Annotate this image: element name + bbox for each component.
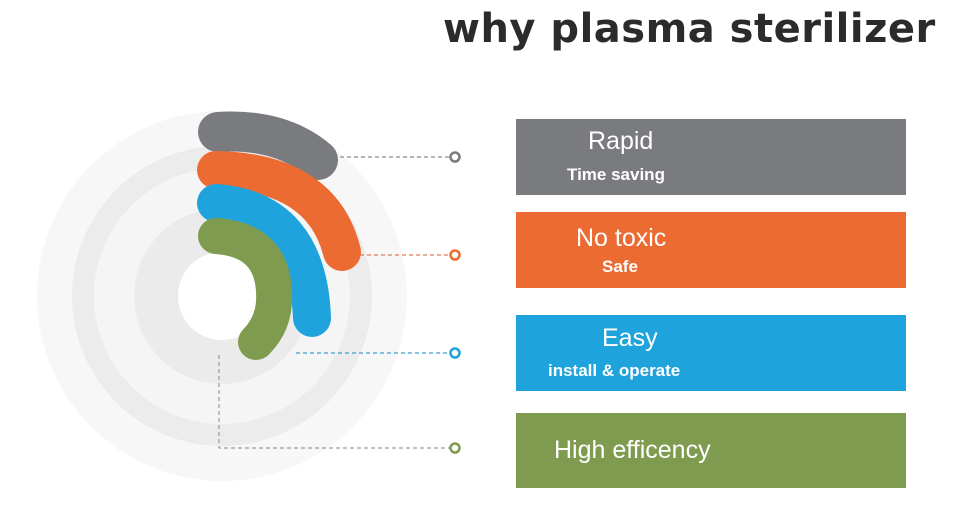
feature-card-no-toxic: No toxic Safe bbox=[516, 212, 906, 288]
feature-subtitle: install & operate bbox=[548, 361, 681, 380]
feature-card-high-efficency: High efficency bbox=[516, 413, 906, 488]
dot-icon-easy bbox=[449, 347, 461, 359]
feature-title: High efficency bbox=[554, 436, 711, 464]
dot-icon-no-toxic bbox=[449, 249, 461, 261]
dot-icon-high-efficency bbox=[449, 442, 461, 454]
arc-easy bbox=[197, 184, 331, 337]
connector-dots bbox=[449, 151, 461, 454]
feature-title: Rapid bbox=[588, 127, 654, 155]
arc-no-toxic bbox=[197, 151, 361, 271]
page-title: why plasma sterilizer bbox=[443, 6, 936, 52]
connector-lines bbox=[218, 156, 450, 449]
dot-icon-rapid bbox=[449, 151, 461, 163]
feature-title: No toxic bbox=[576, 224, 667, 252]
arc-high-efficency bbox=[198, 218, 293, 360]
feature-title: Easy bbox=[602, 324, 658, 352]
feature-subtitle: Safe bbox=[602, 257, 638, 276]
arc-rapid bbox=[198, 111, 338, 180]
feature-card-easy: Easy install & operate bbox=[516, 315, 906, 391]
feature-subtitle: Time saving bbox=[567, 165, 665, 184]
feature-card-rapid: Rapid Time saving bbox=[516, 119, 906, 195]
connector-high-efficency bbox=[218, 355, 450, 449]
